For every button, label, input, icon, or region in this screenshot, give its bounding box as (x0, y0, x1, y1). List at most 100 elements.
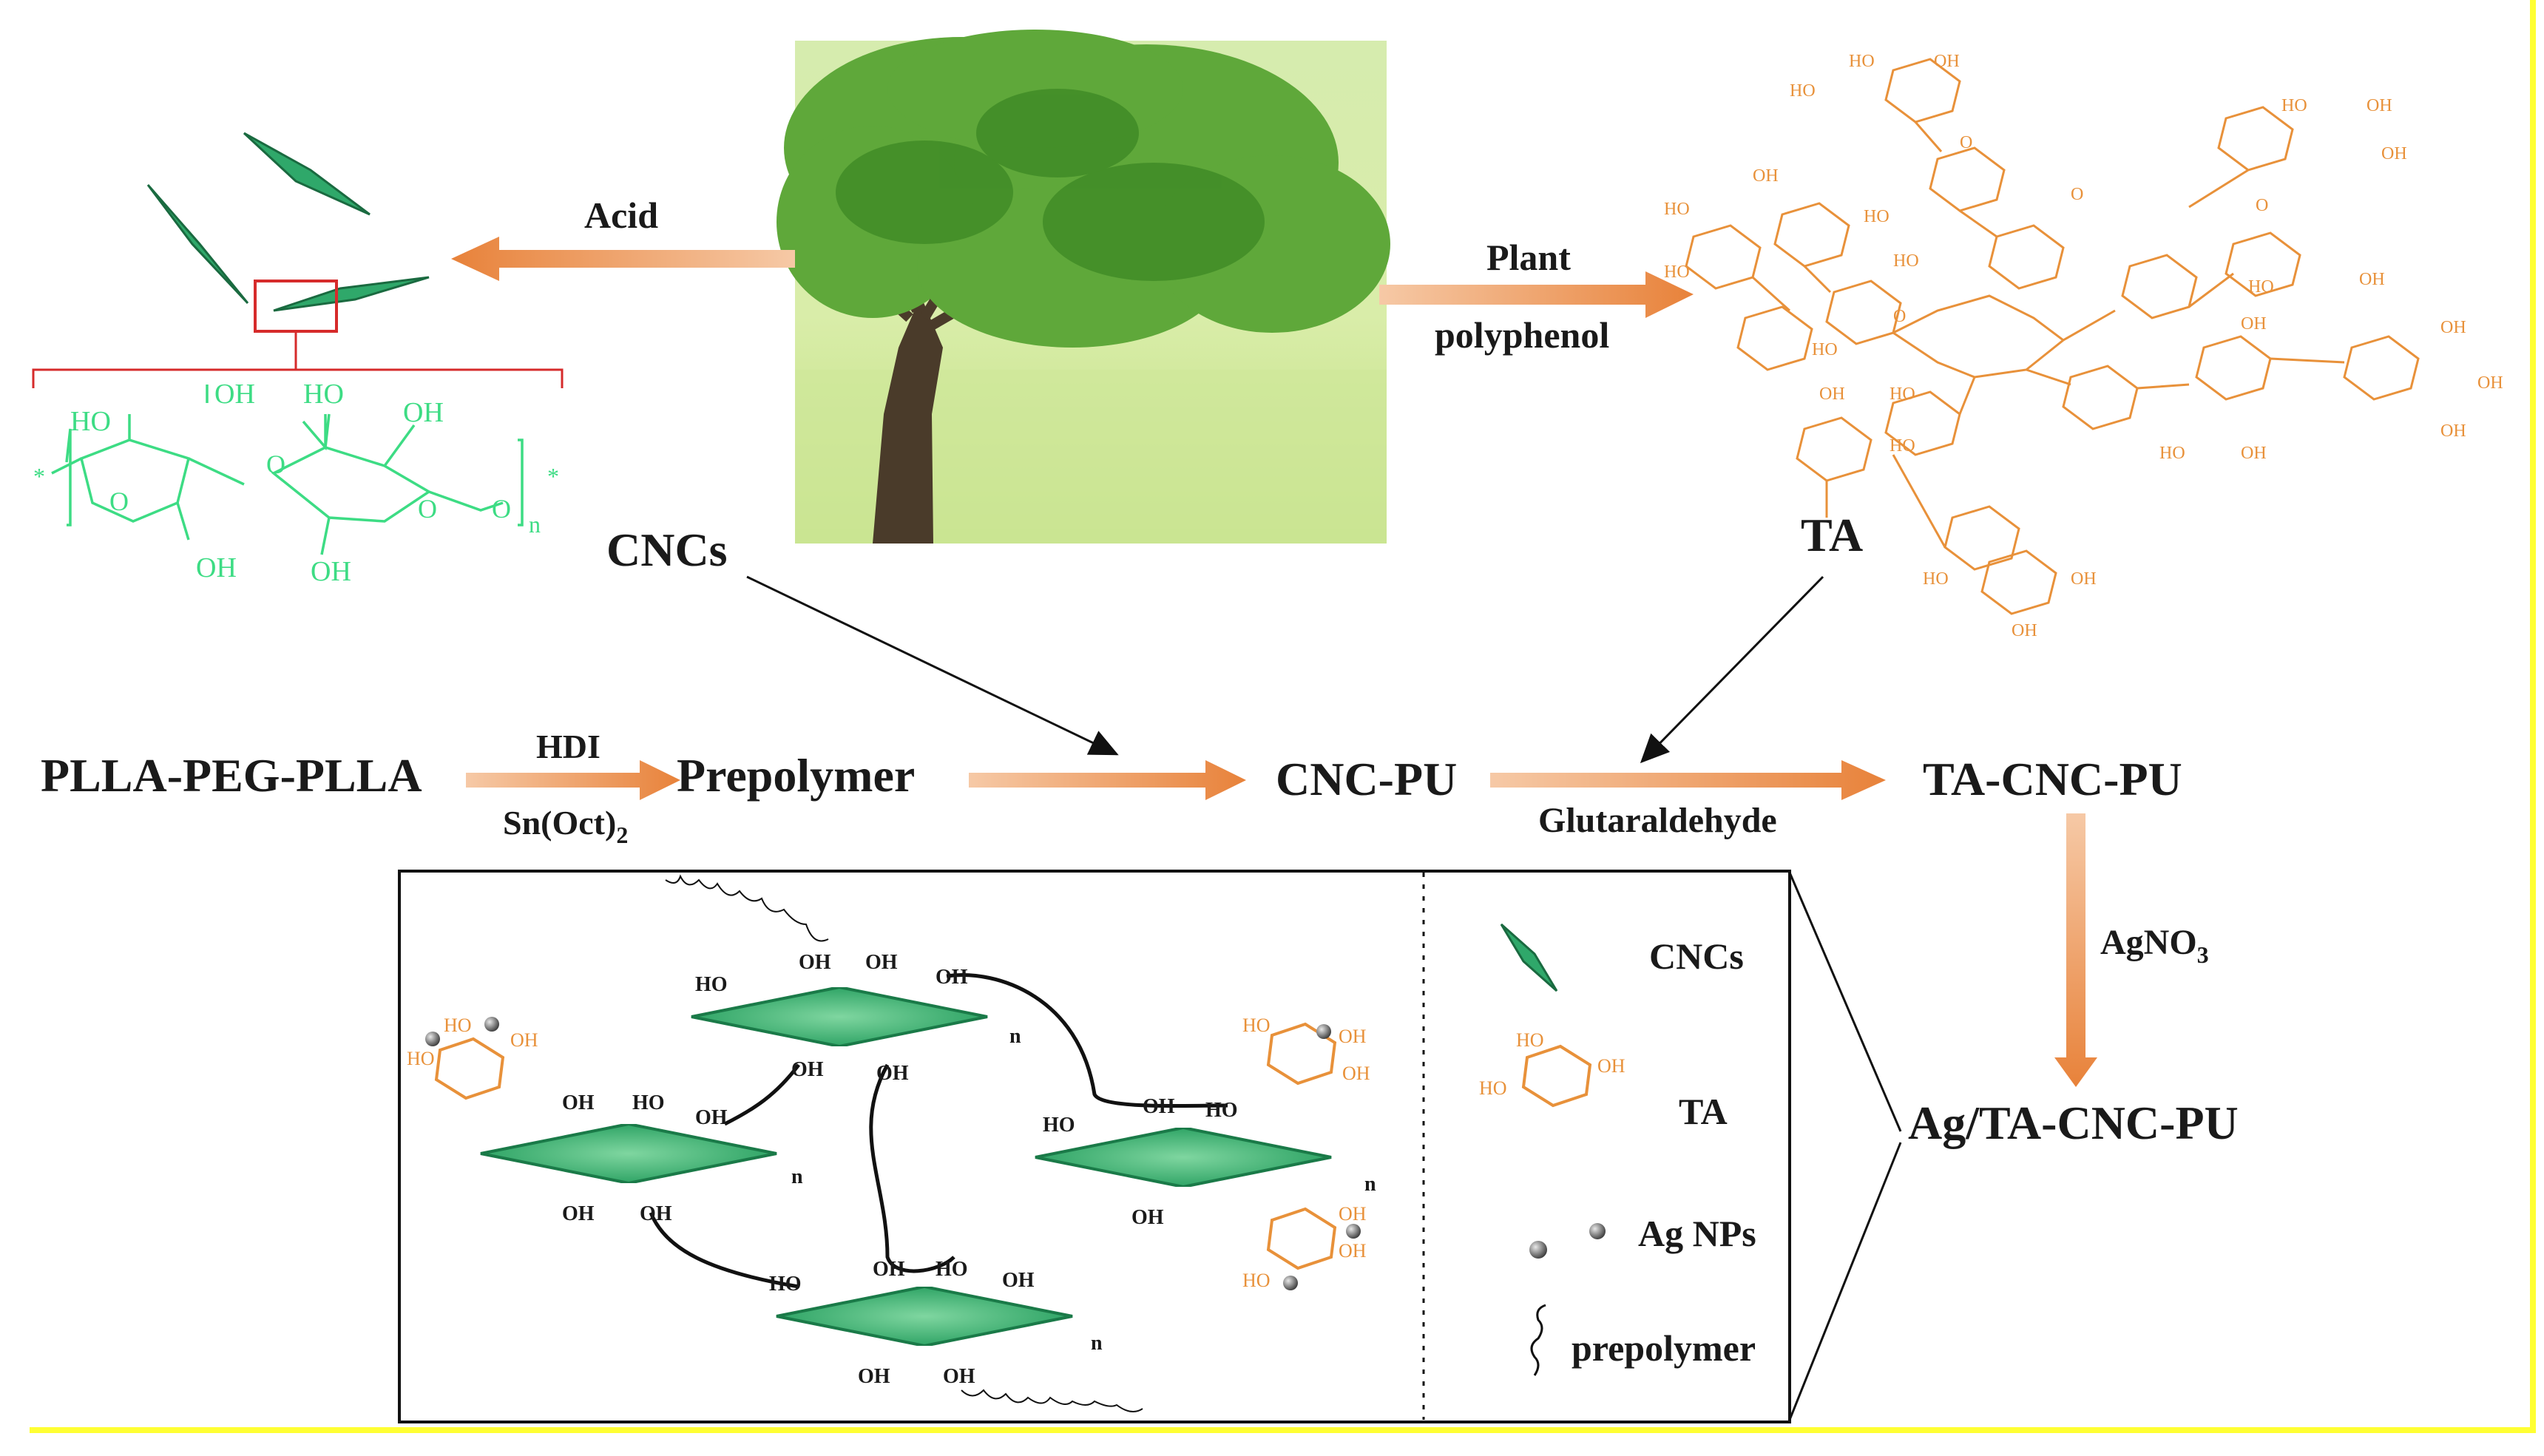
chem-label-67: OH (562, 1202, 595, 1225)
chem-label-44: OH (2241, 444, 2267, 463)
chem-label-73: OH (873, 1258, 905, 1281)
diagram-shape-48 (2121, 254, 2198, 319)
chem-label-64: OH (562, 1091, 595, 1114)
diagram-shape-29 (976, 89, 1139, 177)
chem-label-29: HO (2281, 96, 2307, 115)
plla-peg-plla-label: PLLA-PEG-PLLA (41, 749, 422, 802)
chem-label-86: HO (1242, 1015, 1271, 1036)
diagram-shape-46 (2188, 169, 2249, 209)
diagram-shape-85 (425, 1032, 440, 1046)
diagram-shape-56 (1958, 376, 1976, 415)
chem-label-82: n (1091, 1332, 1103, 1355)
diagram-shape-76 (946, 973, 1228, 1108)
ta-to-tacncpu-arrow (1640, 575, 1824, 764)
diagram-shape-52 (2062, 365, 2139, 430)
hdi-label: HDI (536, 728, 601, 765)
chem-label-59: OH (865, 951, 898, 974)
polymer-chains (649, 973, 1228, 1289)
chem-label-61: OH (791, 1058, 824, 1081)
diagram-shape-40 (1685, 224, 1762, 290)
chem-label-89: OH (1339, 1203, 1367, 1225)
chem-label-88: OH (1342, 1063, 1370, 1084)
cellulose-o-bridge: O (266, 450, 285, 479)
chem-label-19: HO (1849, 52, 1875, 71)
diagram-shape-10 (51, 457, 82, 475)
legend-cncs-icon (1500, 923, 1558, 992)
diagram-shape-38 (1959, 209, 1997, 238)
chem-label-21: HO (1790, 81, 1816, 101)
network-oh-labels: OH OH OH OH OH HO OH HO OH OH OH HO OH H… (562, 951, 1376, 1388)
cellulose-oh-2: OH (403, 397, 444, 428)
diagram-shape-12 (188, 457, 245, 486)
tannic-acid-labels: HO OH HO O OH HO HO HO HO O HO OH OH O H… (1664, 52, 2503, 640)
polyphenol-label: polyphenol (1435, 314, 1609, 356)
legend: CNCs HO OH HO TA Ag NPs prepolymer (1479, 923, 1756, 1376)
cellulose-oh-1: OH (214, 379, 255, 410)
diagram-shape-87 (1316, 1024, 1331, 1039)
chem-label-41: HO (1890, 385, 1915, 404)
diagram-shape-44 (2063, 309, 2116, 342)
diagram-shape-27 (836, 140, 1013, 244)
inset-zoom-lines (1788, 872, 1902, 1421)
chem-label-62: OH (876, 1062, 909, 1085)
chem-label-35: OH (2241, 314, 2267, 333)
diagram-shape-84 (1266, 1207, 1337, 1270)
chem-label-32: O (2256, 196, 2268, 215)
diagram-shape-54 (2343, 335, 2420, 401)
diagram-shape-80 (665, 874, 829, 942)
prepolymer-tails (665, 874, 1143, 1412)
cnc-crystal-1 (243, 132, 371, 216)
chem-label-20: OH (1934, 52, 1960, 71)
cnc-pu-label: CNC-PU (1276, 753, 1457, 805)
cncs-to-cncpu-arrow (746, 575, 1119, 756)
tree-photo (777, 30, 1390, 544)
chem-label-68: OH (640, 1202, 672, 1225)
chem-label-87: OH (1339, 1026, 1367, 1047)
hdi-arrow (466, 760, 680, 800)
chem-label-25: HO (1664, 263, 1690, 282)
chem-label-93: HO (1516, 1029, 1544, 1051)
diagram-shape-32 (1884, 58, 1961, 123)
diagram-shape-49 (2188, 272, 2234, 308)
cellulose-ho-1: HO (70, 406, 111, 437)
legend-prepolymer-label: prepolymer (1572, 1327, 1756, 1369)
chem-label-74: HO (936, 1258, 968, 1281)
chem-label-83: HO (444, 1015, 472, 1036)
chem-label-38: OH (2440, 421, 2466, 441)
diagram-shape-89 (1283, 1276, 1298, 1290)
network-ag-particles (425, 1017, 1361, 1290)
chem-label-80: n (791, 1165, 803, 1188)
network-ta-labels: HO OH HO HO OH OH OH HO OH (407, 1015, 1370, 1291)
diagram-shape-41 (1751, 276, 1791, 312)
diagram-shape-55 (2270, 357, 2345, 364)
cellulose-repeat-n: n (529, 511, 541, 538)
chem-label-78: OH (943, 1365, 975, 1388)
cellulose-o-end: O (492, 494, 511, 524)
chem-label-28: O (2071, 185, 2083, 204)
diagram-shape-62 (1980, 549, 2057, 615)
chem-label-36: OH (2440, 318, 2466, 337)
chem-label-84: OH (510, 1029, 538, 1051)
chem-label-70: OH (1143, 1095, 1175, 1118)
diagram-shape-43 (1891, 294, 2066, 379)
chem-label-94: OH (1597, 1055, 1625, 1077)
diagram-shape-61 (1892, 454, 1946, 548)
diagram-shape-16 (128, 385, 416, 555)
chem-label-45: HO (1923, 569, 1949, 589)
diagram-shape-37 (1825, 280, 1902, 345)
diagram-shape-53 (2137, 383, 2190, 390)
diagram-shape-60 (1943, 505, 2020, 571)
plant-label: Plant (1486, 237, 1571, 278)
plant-polyphenol-arrow (1379, 271, 1694, 318)
diagram-shape-11 (79, 439, 191, 523)
chem-label-95: HO (1479, 1077, 1507, 1099)
chem-label-69: HO (1043, 1114, 1075, 1137)
chem-label-46: OH (2071, 569, 2097, 589)
chem-label-79: n (1009, 1025, 1021, 1048)
chem-label-90: HO (1242, 1270, 1271, 1291)
diagram-shape-39 (1988, 224, 2065, 290)
cncs-label: CNCs (606, 524, 728, 576)
chem-label-40: OH (1819, 385, 1845, 404)
